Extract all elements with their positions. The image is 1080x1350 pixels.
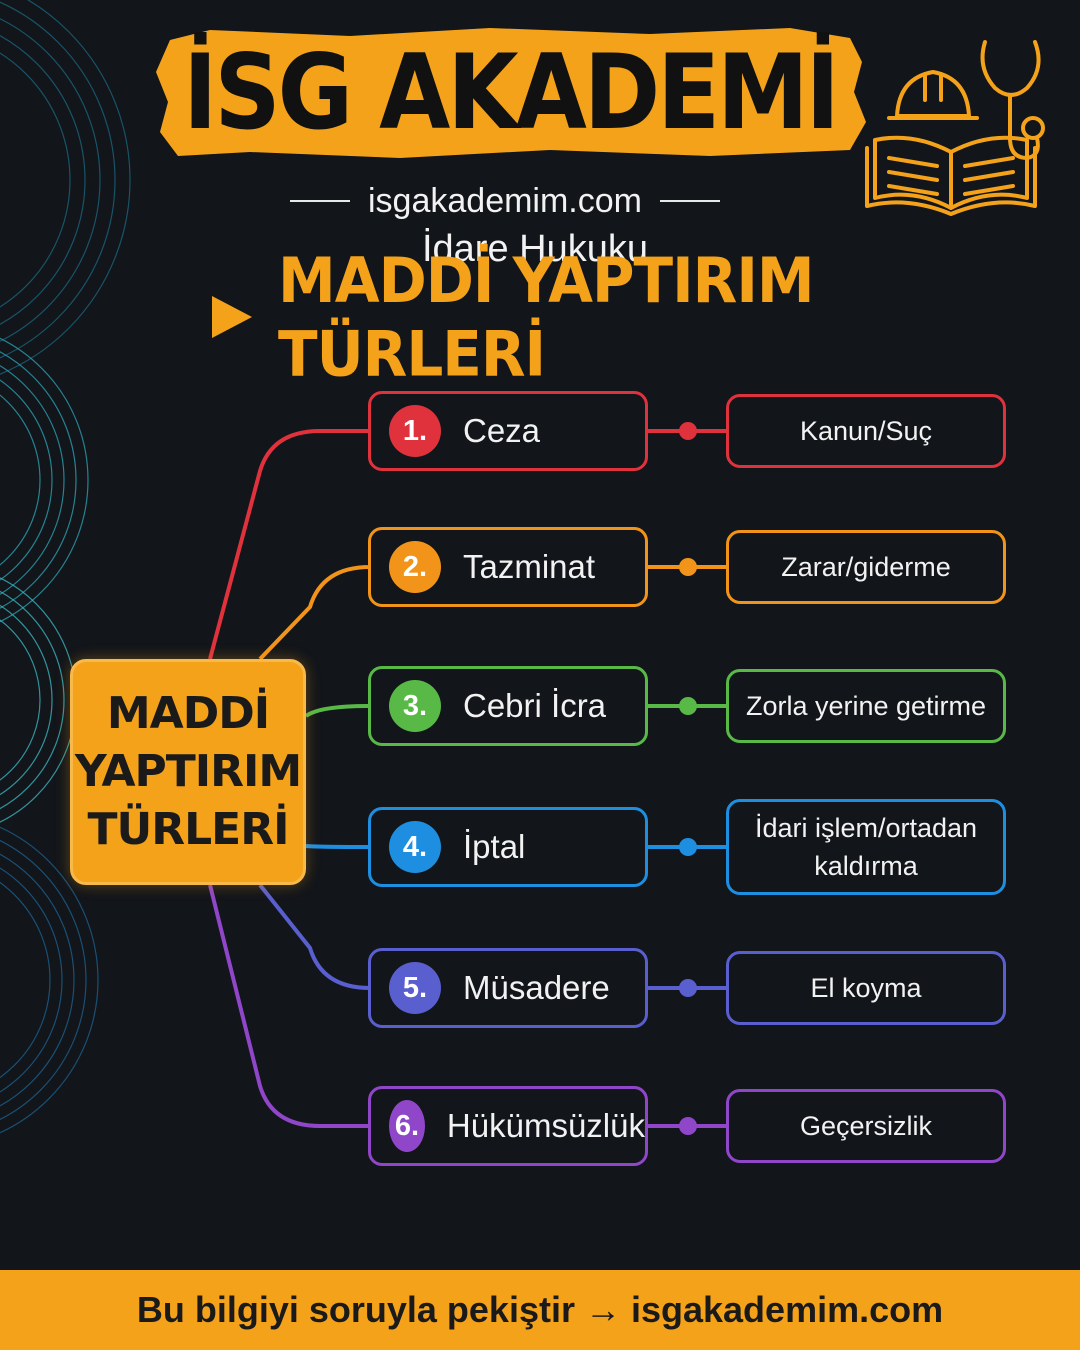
connector-dot-5: [679, 979, 697, 997]
safety-book-illustration: [865, 40, 1045, 216]
item-label: Müsadere: [463, 969, 610, 1006]
main-heading: MADDİ YAPTIRIM TÜRLERİ: [212, 244, 972, 390]
connector-root-5: [258, 883, 371, 990]
type-item-6: 6. Hükümsüzlük: [368, 1086, 648, 1166]
item-number-badge: 6.: [389, 1100, 425, 1152]
main-heading-text: MADDİ YAPTIRIM TÜRLERİ: [278, 243, 815, 391]
brand-brush-banner: [156, 28, 866, 158]
connector-dot-6: [679, 1117, 697, 1135]
item-description-4: İdari işlem/ortadan kaldırma: [726, 799, 1006, 895]
connector-dot-1: [679, 422, 697, 440]
divider-right: [659, 200, 720, 202]
item-label: Hükümsüzlük: [446, 1107, 645, 1144]
divider-left: [290, 200, 350, 202]
item-description-3: Zorla yerine getirme: [726, 669, 1006, 743]
footer-banner: Bu bilgiyi soruyla pekiştir → isgakademi…: [0, 1270, 1080, 1350]
connector-root-1: [208, 429, 368, 660]
item-description-2: Zarar/giderme: [726, 530, 1006, 604]
connector-root-3: [304, 704, 369, 718]
root-node: MADDİ YAPTIRIM TÜRLERİ: [70, 659, 306, 885]
root-node-label: MADDİ YAPTIRIM TÜRLERİ: [74, 688, 302, 855]
hard-hat-icon: [887, 70, 979, 120]
brand-logo-text: İSG AKADEMİ: [183, 32, 840, 152]
type-item-3: 3. Cebri İcra: [368, 666, 648, 746]
item-number-badge: 5.: [389, 962, 441, 1014]
type-item-5: 5. Müsadere: [368, 948, 648, 1028]
item-description-5: El koyma: [726, 951, 1006, 1025]
item-number-badge: 3.: [389, 680, 441, 732]
subject-title: İdare Hukuku: [421, 228, 648, 270]
website-url: isgakademim.com: [368, 181, 642, 220]
open-book-icon: [865, 135, 1037, 216]
connector-root-4: [305, 844, 369, 849]
type-item-2: 2. Tazminat: [368, 527, 648, 607]
item-number-badge: 1.: [389, 405, 441, 457]
connector-dot-4: [679, 838, 697, 856]
item-label: Cebri İcra: [463, 687, 607, 724]
connector-dot-2: [679, 558, 697, 576]
footer-text: Bu bilgiyi soruyla pekiştir → isgakademi…: [136, 1289, 944, 1330]
item-description-1: Kanun/Suç: [726, 394, 1006, 468]
connector-dot-3: [679, 697, 697, 715]
item-description-6: Geçersizlik: [726, 1089, 1006, 1163]
connector-root-2: [258, 565, 371, 661]
website-header: isgakademim.com: [280, 178, 730, 224]
item-label: İptal: [463, 828, 526, 865]
play-arrow-icon: [212, 296, 252, 338]
type-item-4: 4. İptal: [368, 807, 648, 887]
type-item-1: 1. Ceza: [368, 391, 648, 471]
item-label: Ceza: [463, 412, 541, 449]
item-number-badge: 2.: [389, 541, 441, 593]
item-number-badge: 4.: [389, 821, 441, 873]
connector-root-6: [208, 884, 368, 1128]
item-label: Tazminat: [463, 548, 596, 585]
